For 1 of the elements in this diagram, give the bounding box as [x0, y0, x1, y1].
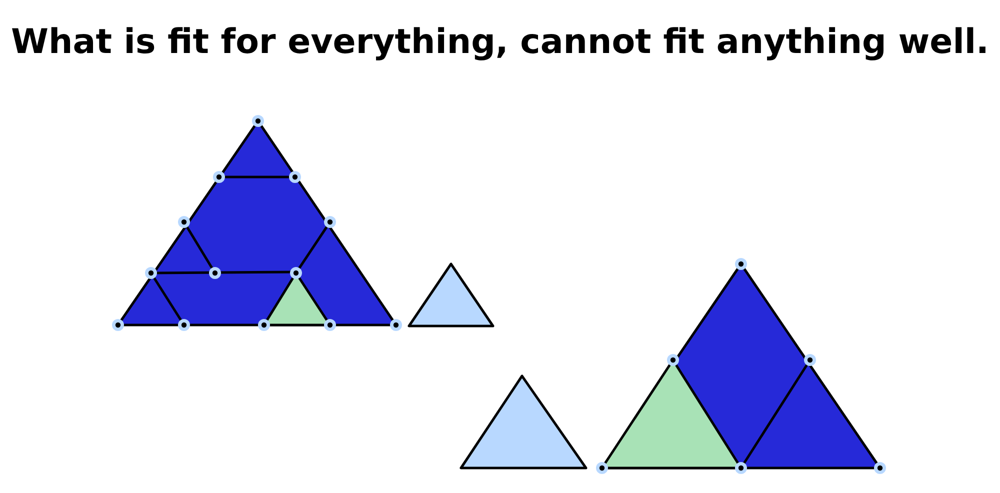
title: What is fit for everything, cannot fit anything well. — [11, 22, 989, 62]
